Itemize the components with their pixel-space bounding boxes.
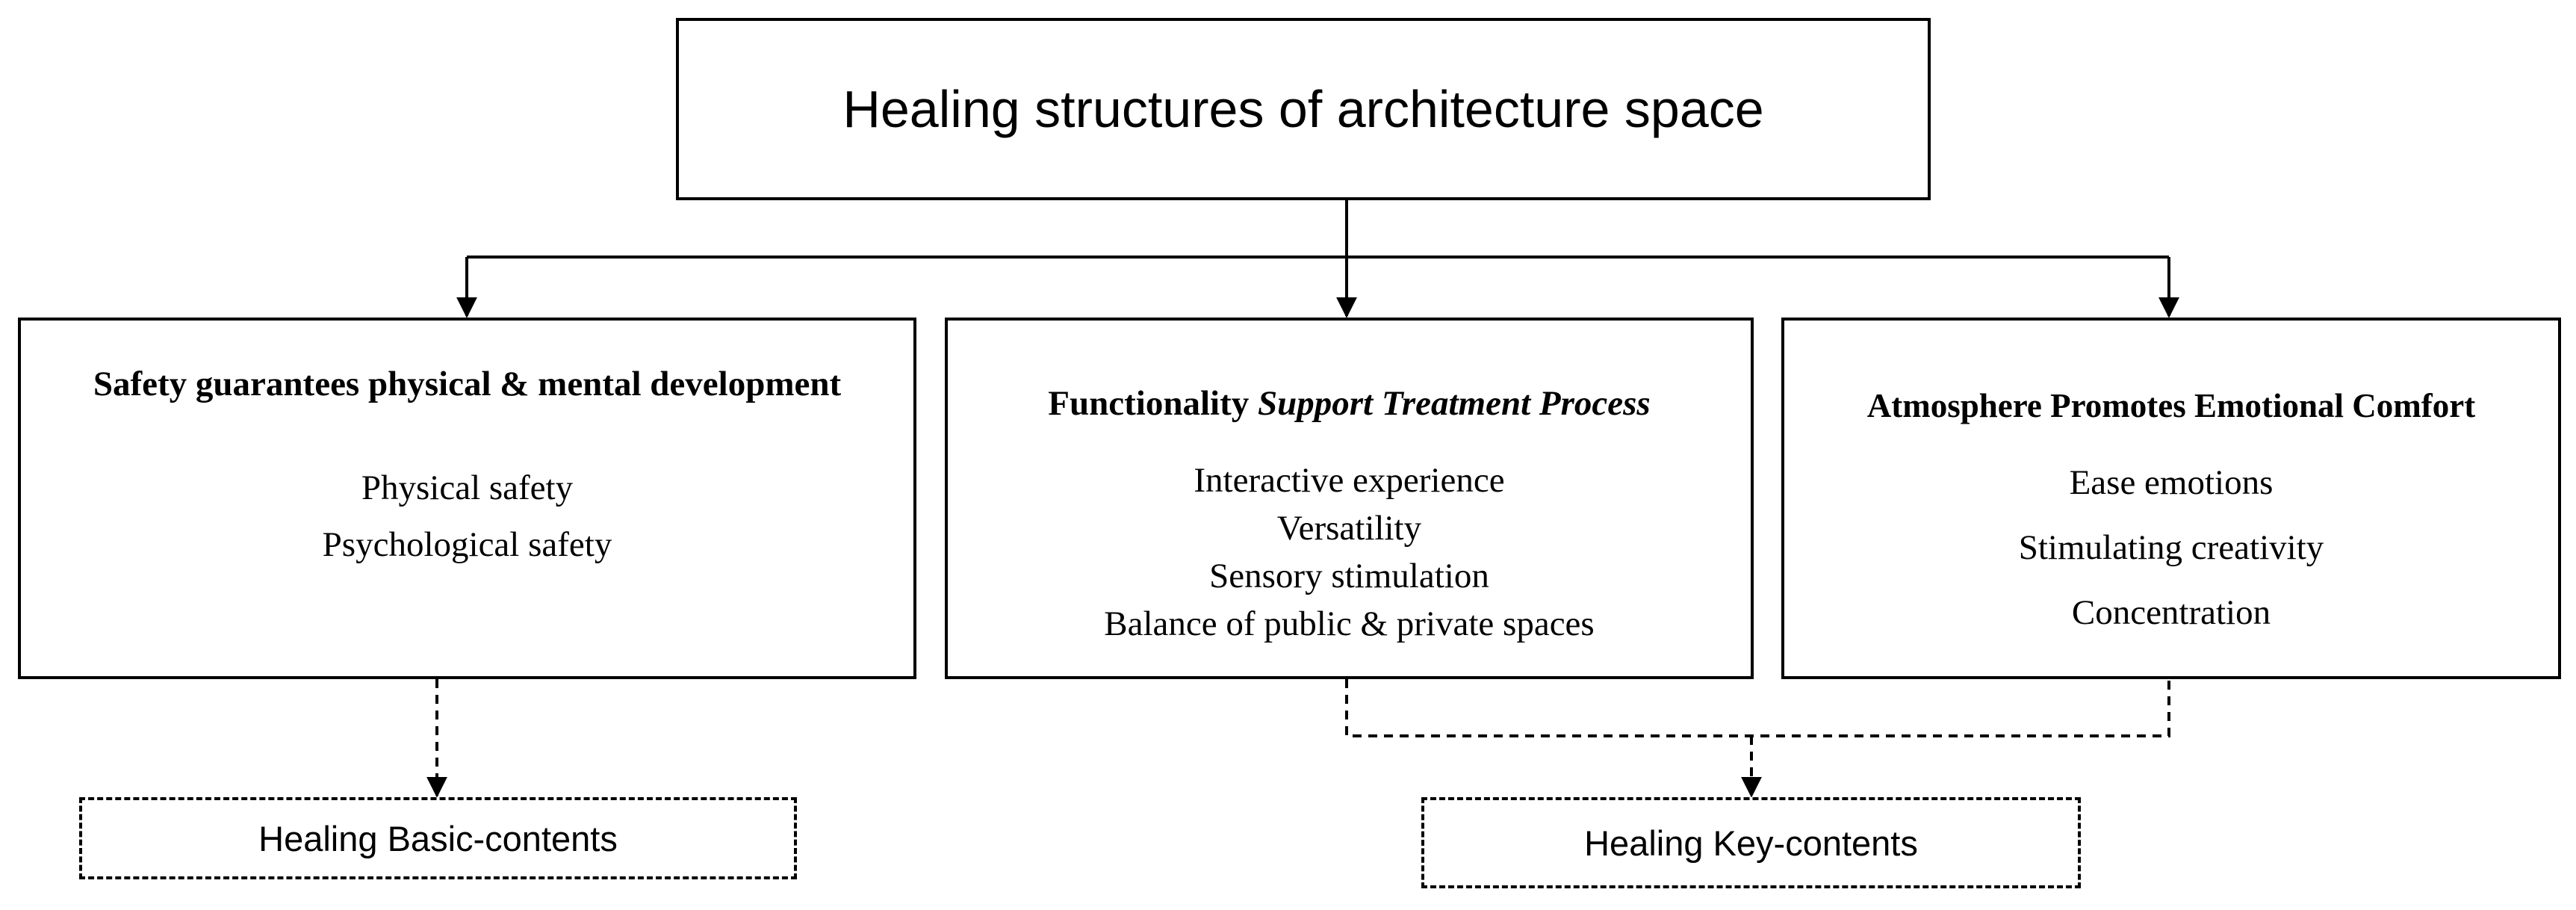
atmosphere-item: Concentration <box>2071 593 2271 632</box>
functionality-item: Interactive experience <box>1194 461 1505 500</box>
healing-basic-box: Healing Basic-contents <box>79 797 797 879</box>
root-title: Healing structures of architecture space <box>842 80 1764 138</box>
healing-key-box: Healing Key-contents <box>1421 797 2081 888</box>
functionality-box: Functionality Support Treatment Process … <box>945 318 1754 679</box>
dashed-bracket-key <box>1345 679 2170 737</box>
atmosphere-box: Atmosphere Promotes Emotional Comfort Ea… <box>1781 318 2561 679</box>
functionality-items: Interactive experience Versatility Senso… <box>1104 456 1594 648</box>
atmosphere-items: Ease emotions Stimulating creativity Con… <box>2019 451 2324 646</box>
safety-items: Physical safety Psychological safety <box>323 459 612 573</box>
atmosphere-item: Stimulating creativity <box>2018 528 2324 567</box>
atmosphere-heading: Atmosphere Promotes Emotional Comfort <box>1866 387 2476 424</box>
healing-key-label: Healing Key-contents <box>1584 823 1918 863</box>
functionality-item: Sensory stimulation <box>1209 557 1489 595</box>
functionality-item: Balance of public & private spaces <box>1104 604 1595 643</box>
root-box: Healing structures of architecture space <box>676 18 1931 200</box>
healing-basic-label: Healing Basic-contents <box>258 818 618 858</box>
safety-heading: Safety guarantees physical & mental deve… <box>93 365 842 403</box>
safety-item: Physical safety <box>361 468 574 507</box>
safety-box: Safety guarantees physical & mental deve… <box>18 318 916 679</box>
atmosphere-item: Ease emotions <box>2069 463 2274 502</box>
safety-item: Psychological safety <box>322 525 612 564</box>
functionality-item: Versatility <box>1276 509 1422 548</box>
functionality-heading-italic: Support Treatment Process <box>1257 384 1651 423</box>
functionality-heading: Functionality Support Treatment Process <box>1048 383 1650 424</box>
functionality-heading-plain: Functionality <box>1048 384 1250 423</box>
